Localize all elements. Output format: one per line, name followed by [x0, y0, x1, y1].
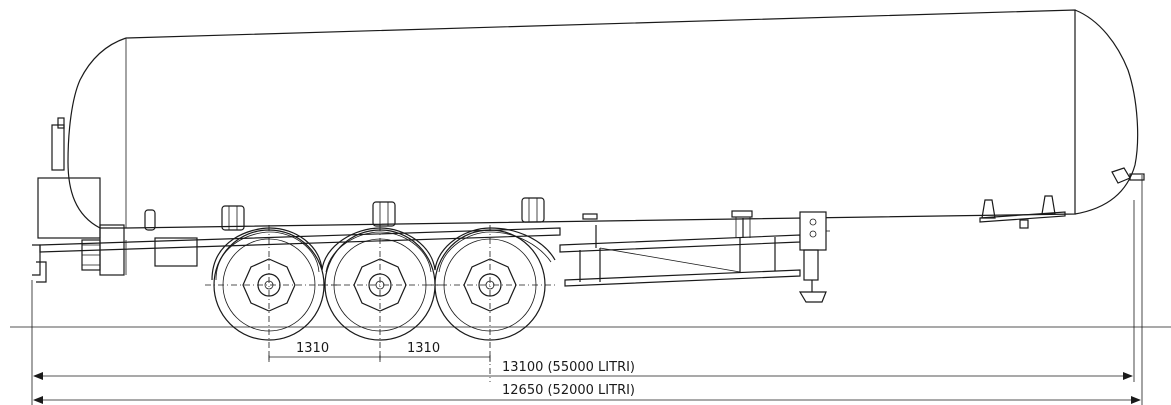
chassis-frame — [39, 227, 561, 275]
tank-saddle-1 — [144, 209, 156, 231]
axle-spacing-2-label: 1310 — [407, 341, 440, 356]
front-manhole — [51, 117, 65, 171]
axle-spacing-1-label: 1310 — [296, 341, 329, 356]
axle-spacing-dimensions — [268, 352, 491, 362]
mudguards — [211, 227, 556, 281]
overall-length-55000-label: 13100 (55000 LITRI) — [502, 360, 635, 375]
rear-valve — [1111, 167, 1145, 184]
wheel-1 — [213, 229, 325, 341]
tank-barrel — [67, 9, 1139, 229]
control-cabinet — [37, 177, 101, 239]
axle-centerlines — [205, 225, 555, 382]
landing-leg — [798, 211, 830, 303]
overall-length-52000-label: 12650 (52000 LITRI) — [502, 383, 635, 398]
tank-saddle-4 — [521, 197, 545, 223]
rear-underframe — [559, 210, 801, 287]
tank-saddle-3 — [372, 201, 396, 227]
tank-saddle-2 — [221, 205, 245, 231]
front-bumper — [32, 244, 47, 283]
extension-lines — [31, 175, 1143, 405]
rear-tank-supports — [979, 195, 1066, 229]
